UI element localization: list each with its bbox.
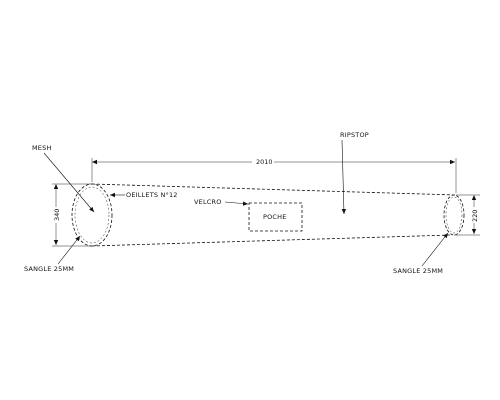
left-diameter-value: 340: [53, 209, 61, 221]
right-opening: [443, 194, 465, 236]
sangle-left-label: SANGLE 25MM: [24, 265, 74, 273]
mesh-leader: [43, 152, 95, 213]
oeillets-label: OEILLETS N°12: [126, 191, 178, 199]
ripstop-leader: [341, 139, 347, 215]
sangle-right-leader: [421, 232, 449, 267]
left-opening-inner: [74, 186, 110, 244]
right-diameter-value: 220: [471, 210, 479, 222]
left-diameter-dimension: 340: [51, 183, 92, 247]
ripstop-label: RIPSTOP: [340, 131, 369, 139]
tube-bottom-edge: [91, 234, 452, 247]
pocket: [248, 202, 303, 232]
right-diameter-dimension: 220: [454, 194, 480, 236]
velcro-leader: [224, 201, 249, 206]
length-dimension: 2010: [91, 157, 457, 193]
pocket-label: POCHE: [263, 213, 287, 221]
sangle-left-leader: [57, 235, 81, 265]
tube-top-edge: [91, 183, 457, 196]
length-value: 2010: [256, 158, 273, 166]
sangle-right-label: SANGLE 25MM: [393, 267, 443, 275]
velcro-label: VELCRO: [194, 198, 222, 206]
mesh-label: MESH: [32, 144, 52, 152]
right-opening-inner: [445, 196, 463, 234]
